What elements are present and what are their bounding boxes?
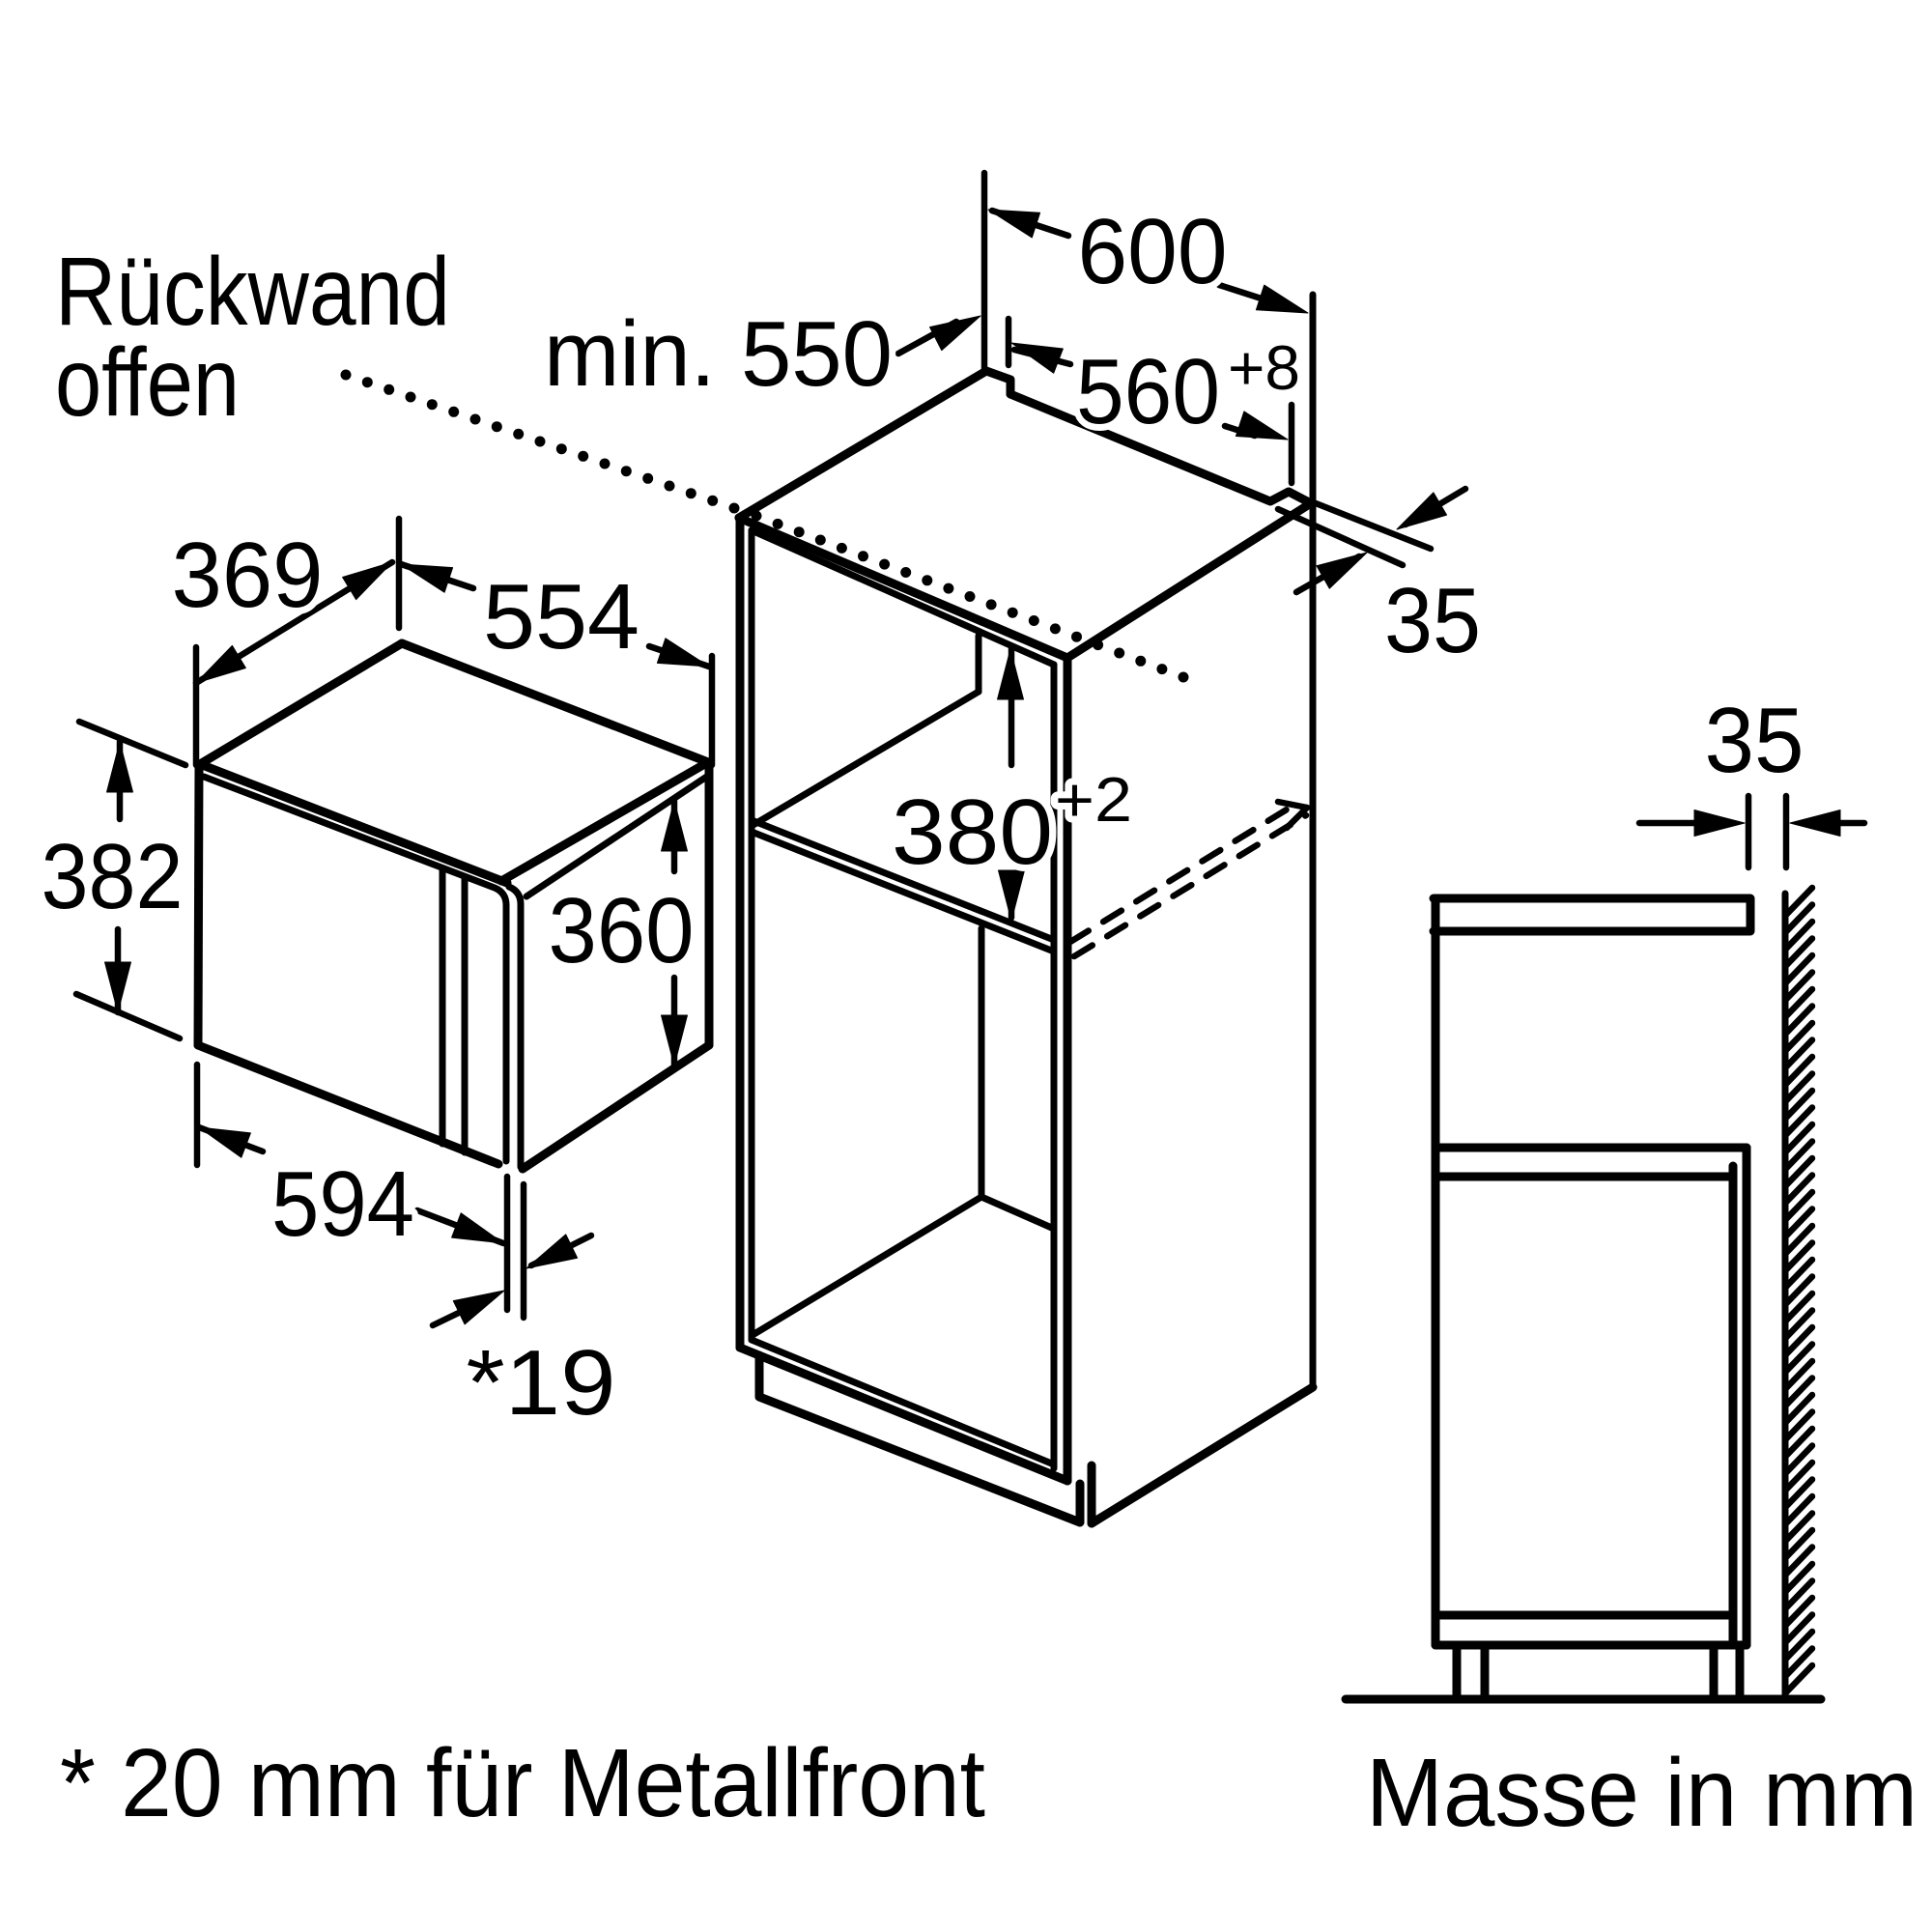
svg-text:min. 550: min. 550 — [544, 302, 893, 406]
svg-text:380: 380 — [892, 781, 1053, 884]
svg-text:*19: *19 — [467, 1331, 616, 1435]
svg-text:offen: offen — [55, 328, 240, 437]
svg-text:600: 600 — [1078, 200, 1228, 303]
svg-text:382: 382 — [42, 825, 184, 928]
svg-text:554: 554 — [483, 565, 639, 668]
svg-text:+8: +8 — [1228, 332, 1300, 403]
svg-text:+2: +2 — [1055, 764, 1132, 835]
svg-text:Rückwand: Rückwand — [55, 238, 450, 346]
svg-text:35: 35 — [1384, 569, 1481, 672]
svg-text:594: 594 — [271, 1152, 414, 1256]
svg-text:360: 360 — [549, 879, 695, 982]
svg-text:35: 35 — [1705, 689, 1804, 792]
svg-text:560: 560 — [1076, 340, 1220, 443]
svg-text:Masse in mm: Masse in mm — [1366, 1739, 1918, 1847]
svg-text:369: 369 — [172, 524, 324, 627]
svg-text:* 20 mm für Metallfront: * 20 mm für Metallfront — [60, 1729, 985, 1837]
